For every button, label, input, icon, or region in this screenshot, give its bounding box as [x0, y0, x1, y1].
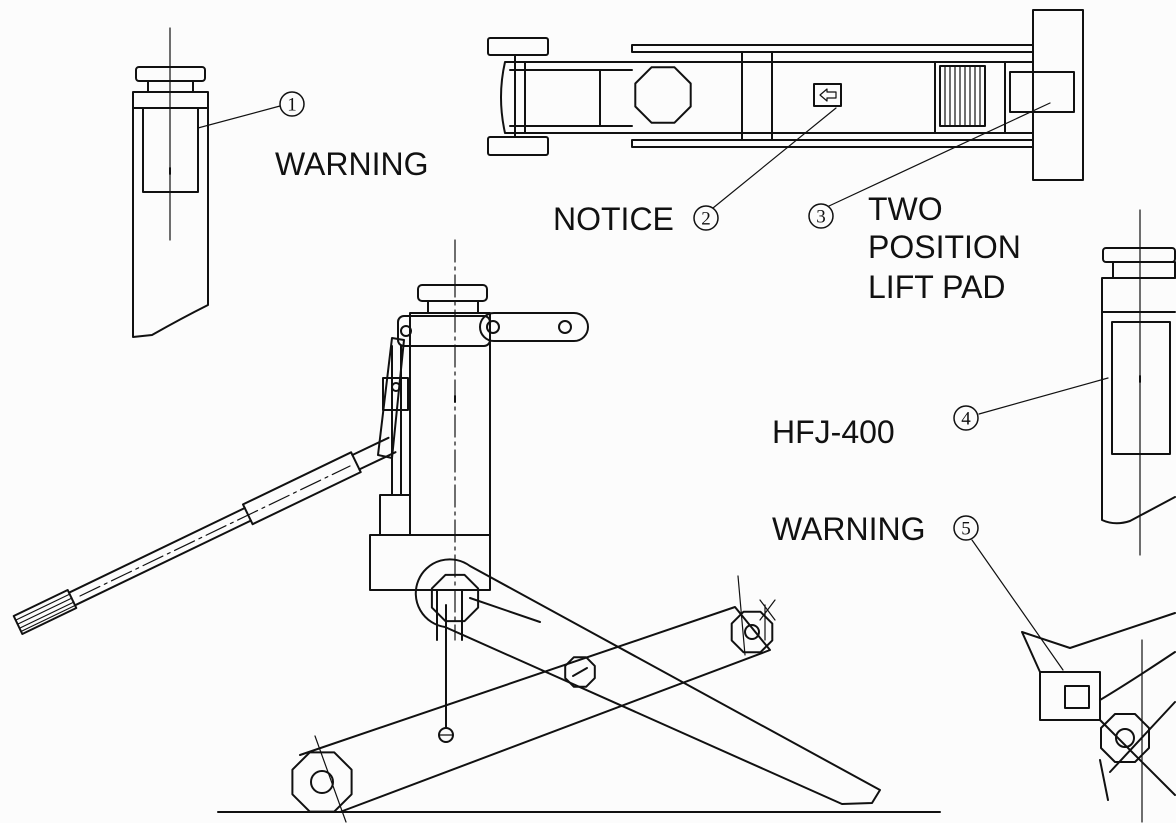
callout-2: 2: [693, 205, 719, 231]
link-pin-1: [486, 320, 500, 334]
ram-lower-walls: [436, 589, 463, 641]
saddle-cross-marks: [737, 575, 776, 656]
rear-wheel-axis-line: [314, 735, 347, 823]
leader-line-3: [828, 102, 1051, 207]
model-decal-area: [1111, 321, 1171, 455]
leader-line-2: [712, 107, 837, 209]
callout-4-number: 4: [961, 409, 971, 430]
base-wheel-octagon: [1100, 713, 1150, 763]
rear-lift-arm: [299, 606, 771, 813]
lift-pad-label-line-2: POSITION: [868, 229, 1021, 265]
right-cylinder-cap: [1102, 247, 1176, 263]
frame-bottom-rail: [631, 139, 1034, 148]
base-side-plate-outline: [1021, 612, 1176, 673]
front-caster-frame: [500, 61, 633, 134]
pump-bracket-band: [397, 315, 491, 347]
leader-line-5: [971, 539, 1064, 671]
ram-saddle-cap: [417, 284, 488, 302]
ram-link-pin: [438, 727, 454, 743]
callout-2-number: 2: [701, 209, 711, 230]
handle-upper-tube: [351, 436, 397, 471]
front-wheel-top: [487, 37, 549, 56]
callout-4: 4: [953, 405, 979, 431]
detail-base-right: [971, 539, 1176, 823]
pump-upper-body: [382, 377, 409, 411]
handle-grip-ribs: [15, 593, 77, 632]
base-arm-curve: [1099, 651, 1176, 701]
bracket-pin: [400, 325, 412, 337]
front-caster-inner: [509, 61, 633, 134]
front-wheel-bottom: [487, 136, 549, 156]
handle-grip: [12, 589, 78, 635]
ram-saddle-neck: [427, 300, 479, 314]
callout-5: 5: [953, 515, 979, 541]
center-pivot-slot: [572, 667, 588, 677]
detail-cylinder-top-left: [132, 27, 281, 338]
right-cylinder-body: [1101, 277, 1176, 525]
detail-frame-top-view: [487, 9, 1084, 209]
cylinder-body: [132, 91, 209, 338]
base-warning-decal-area: [1064, 685, 1090, 709]
pump-lower-body: [379, 494, 411, 536]
lift-pad-label: TWO POSITION LIFT PAD: [868, 191, 1021, 305]
handle-tube: [68, 507, 252, 607]
link-pin-2: [558, 320, 572, 334]
handle-center-line: [79, 465, 351, 597]
rear-wheel-hub: [310, 770, 334, 794]
notice-decal-area: [813, 83, 842, 107]
warning-label-bottom: WARNING: [772, 511, 925, 547]
callout-1-number: 1: [287, 95, 297, 116]
saddle-octagon: [730, 610, 774, 654]
ribbed-section: [939, 65, 986, 127]
center-pivot-octagon-side: [564, 656, 596, 688]
lift-pad-label-line-1: TWO: [868, 191, 943, 227]
pump-link-bar: [479, 312, 589, 342]
base-wheel-hub: [1115, 728, 1135, 748]
notice-label: NOTICE: [553, 201, 674, 237]
lever-inner-link: [469, 597, 541, 623]
cross-member-band: [741, 51, 773, 141]
callout-3: 3: [808, 203, 834, 229]
warning-label-top: WARNING: [275, 146, 428, 182]
reservoir-base-block: [369, 534, 491, 591]
callout-4-circle: [953, 405, 979, 431]
callout-3-circle: [808, 203, 834, 229]
callout-2-circle: [693, 205, 719, 231]
ribbed-section-ribs: [944, 65, 981, 127]
handle-sleeve: [242, 451, 362, 526]
front-lift-lever: [414, 558, 881, 805]
callout-3-number: 3: [816, 207, 826, 228]
leader-line-1: [197, 105, 281, 129]
center-pivot-octagon: [634, 66, 692, 124]
rear-end-plate: [1032, 9, 1084, 181]
callout-1: 1: [279, 91, 305, 117]
lift-pad-plate: [1009, 71, 1075, 113]
frame-inner-rails: [631, 61, 1034, 134]
arrow-left-icon: [819, 88, 837, 102]
frame-top-rail: [631, 44, 1034, 53]
callout-5-circle: [953, 515, 979, 541]
rear-wheel-octagon: [291, 751, 353, 813]
model-label: HFJ-400: [772, 414, 895, 450]
lift-pad-label-line-3: LIFT PAD: [868, 269, 1006, 305]
leader-line-4: [978, 377, 1109, 415]
base-arm-lines: [1099, 701, 1176, 801]
saddle-pin: [744, 624, 760, 640]
detail-cylinder-right: [978, 209, 1176, 556]
main-jack-side-view: [12, 239, 941, 823]
callout-1-circle: [279, 91, 305, 117]
right-cylinder-neck: [1112, 261, 1176, 279]
callout-5-number: 5: [961, 519, 971, 540]
base-block: [1039, 671, 1101, 721]
lever-pivot-octagon: [430, 573, 480, 623]
warning-decal-area: [142, 107, 199, 193]
